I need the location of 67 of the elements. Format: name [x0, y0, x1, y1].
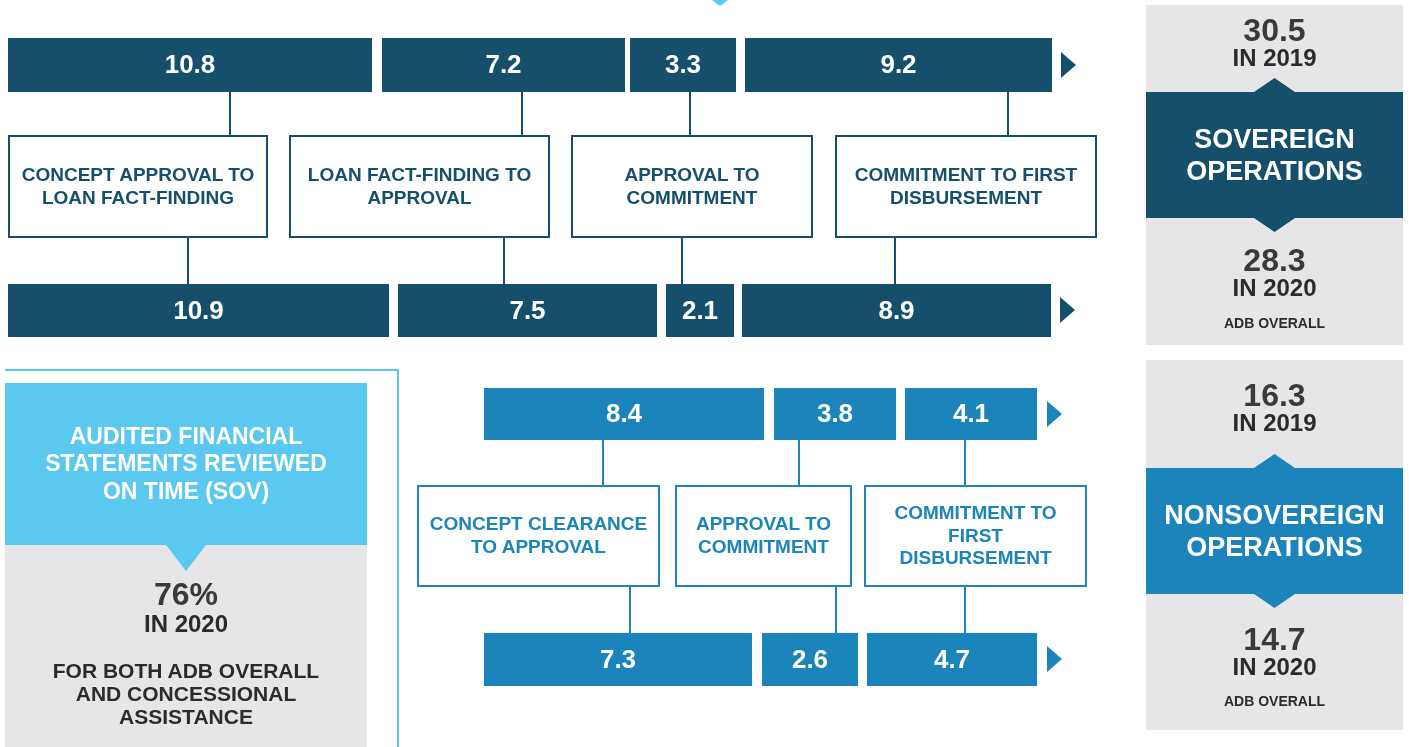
stage-box — [289, 135, 550, 238]
stage-box — [571, 135, 813, 238]
duration-value: 8.9 — [878, 294, 915, 327]
duration-value: 7.2 — [485, 49, 522, 81]
duration-value: 8.4 — [605, 398, 643, 430]
connector-line — [835, 586, 837, 634]
duration-bar — [774, 388, 896, 440]
duration-value: 10.8 — [164, 49, 216, 81]
connector-line — [602, 439, 604, 486]
duration-bar — [742, 284, 1051, 337]
connector-line — [689, 91, 691, 136]
header-title: AUDITED FINANCIAL STATEMENTS REVIEWED ON TIME (SOV) — [44, 422, 328, 506]
duration-value: 4.1 — [952, 398, 990, 430]
duration-bar — [382, 38, 625, 92]
connector-line — [629, 586, 631, 634]
stage-box — [675, 485, 852, 587]
stage-label: CONCEPT APPROVAL TO LOAN FACT-FINDING — [20, 163, 256, 210]
stage-label: LOAN FACT-FINDING TO APPROVAL — [306, 163, 533, 210]
connector-line — [187, 237, 189, 285]
banner-title: SOVEREIGN OPERATIONS — [1185, 122, 1364, 188]
duration-bar — [666, 284, 734, 337]
duration-bar — [905, 388, 1037, 440]
duration-bar — [745, 38, 1052, 92]
stage-box — [835, 135, 1097, 238]
connector-line — [894, 237, 896, 285]
duration-value: 7.5 — [509, 294, 546, 327]
summary-panel — [1146, 5, 1403, 345]
duration-bar — [867, 633, 1037, 686]
connector-line — [521, 91, 523, 136]
stage-label: CONCEPT CLEARANCE TO APPROVAL — [428, 513, 649, 559]
duration-value: 2.1 — [681, 294, 719, 327]
stat-caption: IN 2020 — [142, 611, 230, 638]
indicator-header — [5, 383, 367, 571]
connector-line — [503, 237, 505, 285]
connector-line — [229, 91, 231, 136]
stage-box — [417, 485, 660, 587]
stage-box — [8, 135, 268, 238]
duration-bar — [398, 284, 657, 337]
duration-value: 9.2 — [880, 49, 917, 81]
stat-value: 76% — [152, 577, 219, 613]
stage-label: COMMITMENT TO FIRST DISBURSEMENT — [893, 501, 1058, 571]
stat-note: ADB OVERALL — [1222, 694, 1327, 710]
duration-bar — [8, 284, 389, 337]
connector-line — [681, 237, 683, 285]
duration-value: 2.6 — [791, 643, 829, 676]
duration-bar — [484, 633, 752, 686]
duration-value: 4.7 — [933, 643, 971, 676]
connector-line — [798, 439, 800, 486]
duration-value: 3.8 — [816, 398, 854, 430]
banner-title: NONSOVEREIGN OPERATIONS — [1163, 498, 1386, 564]
connector-line — [964, 586, 966, 634]
stat-caption: FOR BOTH ADB OVERALL AND CONCESSIONAL ASSISTANCE — [51, 659, 321, 729]
stage-label: APPROVAL TO COMMITMENT — [623, 163, 761, 210]
connector-line — [1007, 91, 1009, 136]
duration-bar — [762, 633, 858, 686]
stage-box — [864, 485, 1087, 587]
duration-value: 7.3 — [599, 643, 637, 676]
duration-bar — [8, 38, 372, 92]
stage-label: APPROVAL TO COMMITMENT — [694, 513, 833, 559]
stat-note: ADB OVERALL — [1222, 316, 1327, 332]
duration-value: 3.3 — [664, 49, 702, 81]
duration-bar — [630, 38, 736, 92]
duration-bar — [484, 388, 764, 440]
duration-value: 10.9 — [173, 294, 224, 327]
stage-label: COMMITMENT TO FIRST DISBURSEMENT — [853, 163, 1079, 210]
connector-line — [964, 439, 966, 486]
summary-panel — [1146, 360, 1403, 730]
